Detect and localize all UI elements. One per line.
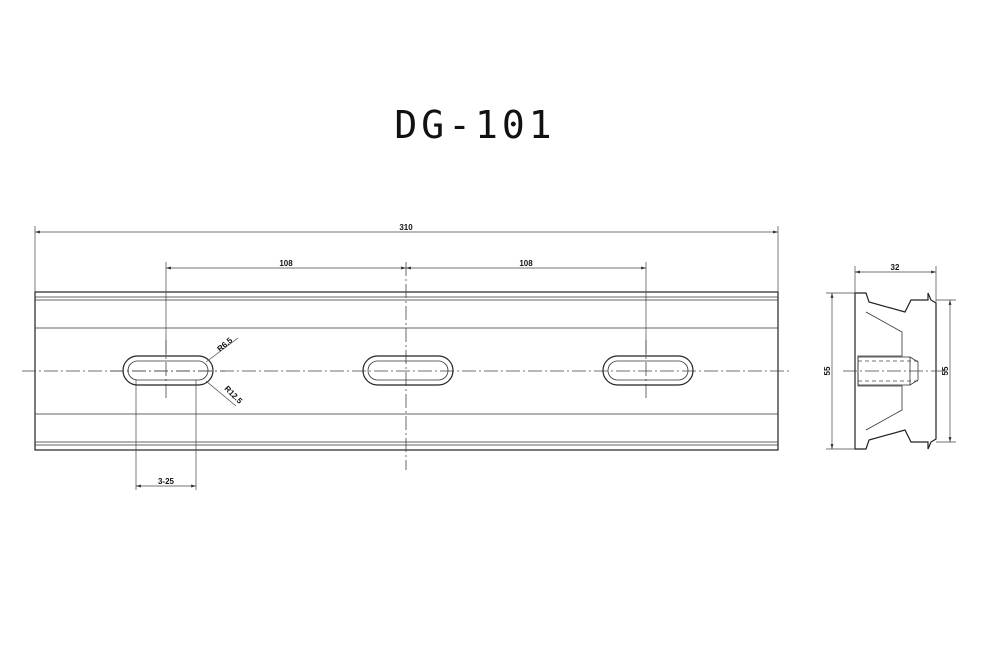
dim-pitch-right-label: 108 bbox=[519, 259, 533, 268]
dim-pitch-left-label: 108 bbox=[279, 259, 293, 268]
slot-right bbox=[602, 340, 694, 400]
dim-profile-height-right-label: 55 bbox=[941, 366, 950, 375]
dim-overall-length: 310 bbox=[34, 223, 779, 292]
dim-profile-height-right: 55 bbox=[936, 299, 956, 443]
dim-profile-width: 32 bbox=[854, 263, 937, 303]
dim-radius-top-label: R6.5 bbox=[216, 335, 235, 353]
dim-slot-length: 3-25 bbox=[135, 380, 197, 490]
dim-radius-bottom-label: R12.5 bbox=[223, 384, 245, 406]
dim-profile-height-left-label: 55 bbox=[823, 366, 832, 375]
dim-profile-width-label: 32 bbox=[891, 263, 900, 272]
dim-profile-height-left: 55 bbox=[823, 292, 855, 450]
dim-radius-top: R6.5 bbox=[205, 335, 239, 363]
slot-left bbox=[110, 340, 225, 400]
drawing-title: DG-101 bbox=[394, 103, 555, 147]
rail-front-view bbox=[22, 262, 790, 470]
slot-middle bbox=[362, 355, 454, 386]
dim-radius-bottom: R12.5 bbox=[205, 380, 245, 407]
dim-slot-spec-label: 3-25 bbox=[158, 477, 175, 486]
dim-pitch: 108 108 bbox=[165, 259, 647, 356]
dim-overall-length-label: 310 bbox=[399, 223, 413, 232]
rail-side-profile bbox=[843, 292, 948, 450]
profile-outline bbox=[854, 292, 937, 450]
